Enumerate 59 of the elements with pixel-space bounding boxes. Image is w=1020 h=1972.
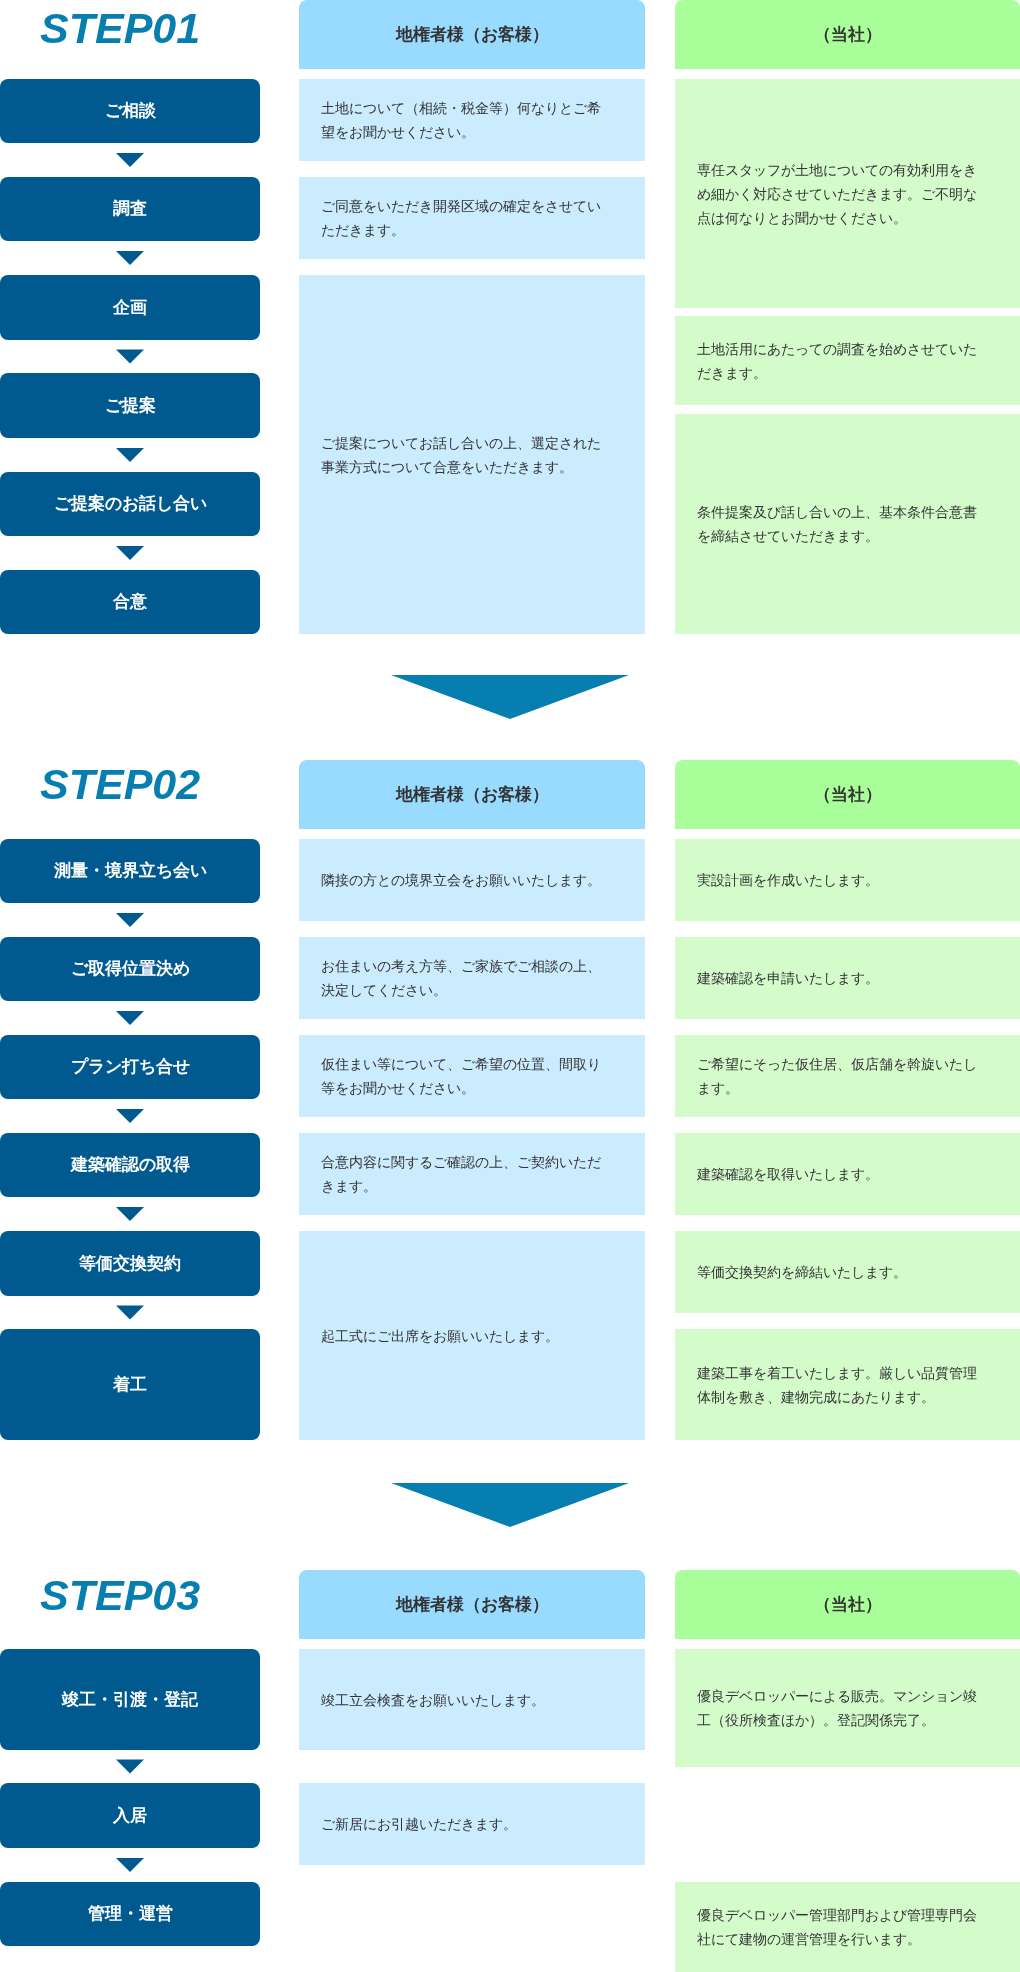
down-arrow	[116, 448, 144, 462]
column-header: 地権者様（お客様）	[299, 1570, 645, 1639]
description-box: 合意内容に関するご確認の上、ご契約いただきます。	[299, 1133, 645, 1215]
down-arrow	[116, 349, 144, 364]
step-box: ご提案のお話し合い	[0, 472, 260, 536]
column-header: 地権者様（お客様）	[299, 760, 645, 829]
step-heading: STEP03	[40, 1570, 201, 1621]
step-heading: STEP01	[40, 3, 201, 54]
description-box: 建築工事を着工いたします。厳しい品質管理体制を敷き、建物完成にあたります。	[675, 1329, 1020, 1440]
down-arrow	[116, 251, 144, 265]
description-box: 建築確認を申請いたします。	[675, 937, 1020, 1019]
description-box: ご希望にそった仮住居、仮店舗を斡旋いたします。	[675, 1035, 1020, 1117]
step-box: 竣工・引渡・登記	[0, 1649, 260, 1750]
description-box: 条件提案及び話し合いの上、基本条件合意書を締結させていただきます。	[675, 414, 1020, 634]
step-box: 測量・境界立ち会い	[0, 839, 260, 903]
description-box: 竣工立会検査をお願いいたします。	[299, 1649, 645, 1750]
down-arrow	[391, 675, 629, 719]
down-arrow	[116, 1305, 144, 1320]
description-box: 起工式にご出席をお願いいたします。	[299, 1231, 645, 1440]
column-header: （当社）	[675, 760, 1020, 829]
description-box: 建築確認を取得いたします。	[675, 1133, 1020, 1215]
column-header: （当社）	[675, 0, 1020, 69]
description-box: 隣接の方との境界立会をお願いいたします。	[299, 839, 645, 921]
description-box: 等価交換契約を締結いたします。	[675, 1231, 1020, 1313]
step-box: 着工	[0, 1329, 260, 1440]
down-arrow	[116, 1858, 144, 1872]
down-arrow	[116, 153, 144, 167]
step-box: 管理・運営	[0, 1882, 260, 1946]
description-box: お住まいの考え方等、ご家族でご相談の上、決定してください。	[299, 937, 645, 1019]
step-box: 等価交換契約	[0, 1231, 260, 1296]
column-header: 地権者様（お客様）	[299, 0, 645, 69]
column-header: （当社）	[675, 1570, 1020, 1639]
step-box: ご相談	[0, 79, 260, 143]
down-arrow	[116, 1759, 144, 1774]
description-box: ご同意をいただき開発区域の確定をさせていただきます。	[299, 177, 645, 259]
description-box: 土地活用にあたっての調査を始めさせていただきます。	[675, 316, 1020, 405]
step-heading: STEP02	[40, 759, 201, 810]
description-box: 優良デベロッパーによる販売。マンション竣工（役所検査ほか）。登記関係完了。	[675, 1649, 1020, 1767]
description-box: 優良デベロッパー管理部門および管理専門会社にて建物の運営管理を行います。	[675, 1882, 1020, 1972]
down-arrow	[116, 1011, 144, 1025]
step-box: 建築確認の取得	[0, 1133, 260, 1197]
step-box: 企画	[0, 275, 260, 340]
description-box: 土地について（相続・税金等）何なりとご希望をお聞かせください。	[299, 79, 645, 161]
description-box: 実設計画を作成いたします。	[675, 839, 1020, 921]
down-arrow	[391, 1483, 629, 1527]
step-box: ご提案	[0, 373, 260, 438]
down-arrow	[116, 913, 144, 927]
step-box: プラン打ち合せ	[0, 1035, 260, 1099]
down-arrow	[116, 546, 144, 560]
step-box: 調査	[0, 177, 260, 241]
description-box: ご提案についてお話し合いの上、選定された事業方式について合意をいただきます。	[299, 275, 645, 634]
description-box: ご新居にお引越いただきます。	[299, 1783, 645, 1865]
step-box: 入居	[0, 1783, 260, 1848]
description-box: 専任スタッフが土地についての有効利用をきめ細かく対応させていただきます。ご不明な点は何なりとお聞かせください。	[675, 79, 1020, 308]
step-box: 合意	[0, 570, 260, 634]
step-box: ご取得位置決め	[0, 937, 260, 1001]
down-arrow	[116, 1109, 144, 1123]
down-arrow	[116, 1207, 144, 1221]
description-box: 仮住まい等について、ご希望の位置、間取り等をお聞かせください。	[299, 1035, 645, 1117]
